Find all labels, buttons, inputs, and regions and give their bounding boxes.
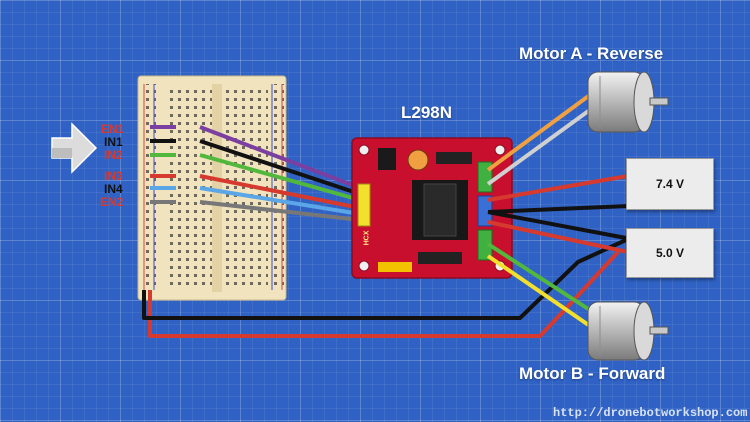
pin-en2: EN2: [100, 195, 124, 209]
pin-in1: IN1: [104, 135, 123, 149]
wire-motor-a-orange: [486, 90, 596, 172]
pin-in4: IN4: [104, 182, 123, 196]
wire-vin-red: [487, 174, 629, 202]
dc-motor-icon: [587, 71, 669, 133]
motor-b-label: Motor B - Forward: [519, 364, 666, 383]
supply-5v-box: 5.0 V: [626, 228, 714, 278]
dc-motor-icon: [587, 301, 669, 361]
wire-ground-black: [142, 238, 627, 320]
pin-in2: IN2: [104, 148, 123, 162]
wire-5v-out-red: [487, 220, 629, 254]
arrow-right-icon: [51, 122, 98, 174]
signal-wires: [150, 125, 361, 222]
wire-motor-b-green: [486, 242, 598, 316]
wire-motor-a-white: [486, 102, 600, 186]
l298n-board: [351, 137, 513, 279]
pin-en1: EN1: [101, 122, 125, 136]
pin-in3: IN3: [104, 169, 123, 183]
website-link[interactable]: http://dronebotworkshop.com: [553, 406, 748, 420]
wire-motor-b-yellow: [486, 254, 592, 328]
board-side-text: HCX: [363, 230, 371, 246]
board-label: L298N: [401, 103, 453, 122]
wire-5v-red: [148, 250, 620, 338]
supply-7v4-box: 7.4 V: [626, 158, 714, 210]
wire-gnd-black: [487, 204, 629, 240]
motor-a-label: Motor A - Reverse: [519, 44, 664, 63]
